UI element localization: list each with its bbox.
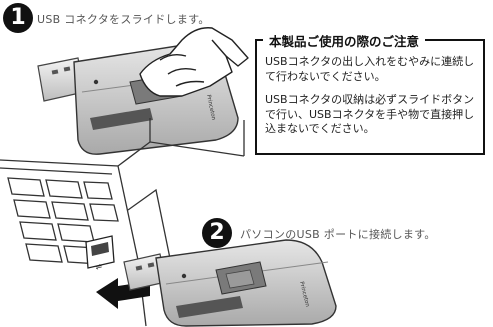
usb-port: ⇌ [85,235,115,272]
caution-notice-box: 本製品ご使用の際のご注意 USBコネクタの出し入れをむやみに連続して行わないでく… [255,31,485,155]
caution-notice-title: 本製品ご使用の際のご注意 [263,31,426,50]
hand-illustration [139,27,249,97]
brand-label-top: Princeton [205,94,216,121]
caution-paragraph-1: USBコネクタの出し入れをむやみに連続して行わないでください。 [265,55,475,83]
usb-symbol-icon: ⇌ [95,262,104,272]
step-1-badge: 1 [3,3,33,33]
caution-paragraph-2: USBコネクタの収納は必ずスライドボタンで行い、USBコネクタを手や物で直接押し… [265,93,475,135]
usb-stick-bottom: Princeton [123,239,337,327]
step-1-text: USB コネクタをスライドします。 [37,13,210,26]
step-2-badge: 2 [202,218,232,248]
laptop-illustration [0,118,245,327]
step-2-text: パソコンのUSB ポートに接続します。 [240,228,436,241]
